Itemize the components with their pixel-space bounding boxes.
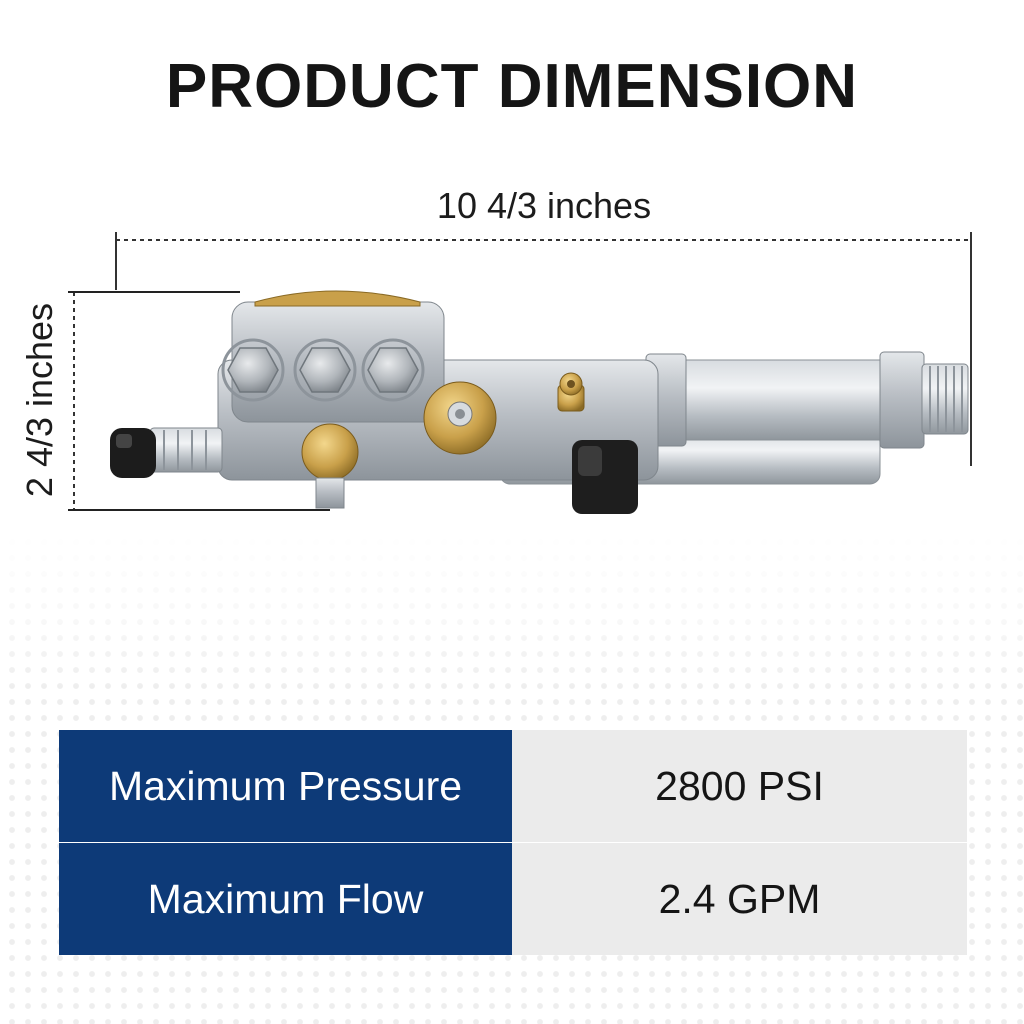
table-row: Maximum Pressure 2800 PSI bbox=[59, 730, 967, 842]
max-flow-label: Maximum Flow bbox=[59, 843, 512, 955]
table-row: Maximum Flow 2.4 GPM bbox=[59, 843, 967, 955]
max-pressure-label: Maximum Pressure bbox=[59, 730, 512, 842]
width-dimension-line bbox=[68, 232, 972, 511]
max-flow-value: 2.4 GPM bbox=[512, 843, 967, 955]
max-pressure-value: 2800 PSI bbox=[512, 730, 967, 842]
pressure-washer-pump-icon bbox=[110, 290, 969, 514]
spec-table: Maximum Pressure 2800 PSI Maximum Flow 2… bbox=[59, 730, 967, 955]
dotted-background-fade bbox=[0, 530, 1024, 690]
page-title: PRODUCT DIMENSION bbox=[165, 52, 859, 121]
width-dimension-label: 10 4/3 inches bbox=[436, 185, 652, 226]
